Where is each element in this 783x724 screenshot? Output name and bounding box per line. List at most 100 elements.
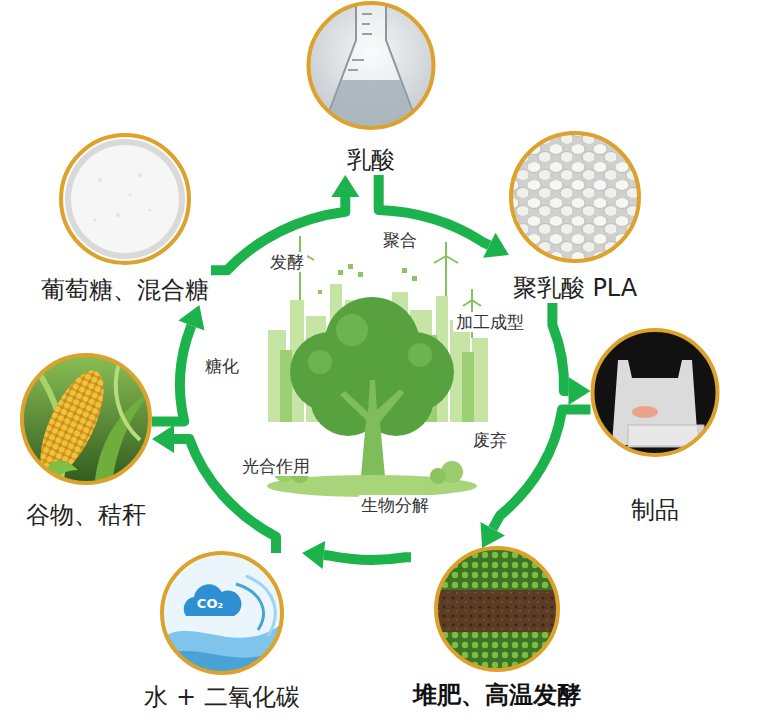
cycle-arrow [152,305,205,421]
city-tree-illustration [338,270,343,275]
city-tree-illustration [472,300,481,306]
city-tree-illustration [471,289,473,300]
glucose-photo [59,133,191,265]
city-tree-illustration [340,380,404,488]
lactic-acid-photo [352,59,364,61]
glucose-photo [71,145,179,253]
glucose-photo [94,219,97,222]
glucose-photo [94,173,152,222]
city-tree-illustration [318,290,322,294]
city-tree-illustration [299,236,301,252]
corn-photo [22,355,150,483]
water-co2-photo [160,551,286,676]
lactic-acid-photo [348,14,372,70]
arrow-head [152,425,174,453]
glucose-photo [129,194,132,197]
pla-pellets-photo [509,131,641,263]
glucose-photo [59,133,191,265]
glucose-photo [98,178,102,182]
cycle-arrow-line [493,409,591,528]
node-label: 乳酸 [307,145,436,175]
edge-label: 生物分解 [358,495,432,515]
corn-photo [20,353,152,485]
cycle-arrow-line [552,303,568,391]
products-photo [632,406,658,418]
co2-label: CO₂ [197,596,223,611]
products-photo [590,328,720,458]
arrow-head [569,377,591,405]
image-circle-node: 水 + 二氧化碳 [142,553,302,712]
glucose-photo [61,135,189,263]
edge-label: 发酵 [267,252,307,272]
lactic-acid-photo [362,23,370,25]
pla-pellets-photo [511,133,639,261]
pla-pellets-photo [509,131,641,263]
node-label: 聚乳酸 PLA [509,273,641,303]
arrow-head [178,305,204,331]
edge-label: 加工成型 [453,312,527,332]
arrow-head [481,522,506,548]
city-tree-illustration [463,300,472,306]
cycle-arrow [152,425,276,553]
city-tree-illustration [308,314,432,374]
cycle-arrow [302,541,411,569]
edge-label: 光合作用 [239,456,313,476]
lactic-acid-photo [305,0,440,130]
lactic-acid-photo [309,3,434,128]
cycle-arrow [552,303,590,405]
edge-label: 废弃 [470,430,510,450]
water-co2-photo [160,551,286,676]
cycle-arrow-line [324,555,411,560]
image-circle-node [162,553,282,673]
image-circle-node: 葡萄糖、混合糖 [39,135,211,305]
node-label: 葡萄糖、混合糖 [39,275,211,305]
corn-photo [20,353,152,486]
city-tree-illustration [358,272,363,277]
image-circle-node [436,548,558,670]
water-co2-photo [246,576,275,636]
arrow-head [483,233,509,258]
compost-photo [436,548,558,670]
city-tree-illustration [318,264,417,294]
node-label: 制品 [591,495,720,525]
city-tree-illustration [445,242,447,256]
cycle-arrow [379,175,509,258]
node-label: 谷物、秸秆 [20,500,152,530]
image-circle-node: 谷物、秸秆 [20,355,152,530]
glucose-photo [149,209,152,212]
image-circle-node: 聚乳酸 PLA [509,133,641,303]
city-tree-illustration [336,314,368,346]
water-co2-photo [184,584,242,616]
water-co2-photo [162,553,282,673]
cycle-arrow-line [152,326,191,422]
compost-photo [434,590,560,632]
city-tree-illustration [445,256,447,296]
image-circle-node [593,330,718,455]
glucose-photo [65,139,185,259]
products-photo [590,328,720,458]
city-tree-illustration [446,256,458,263]
pla-pellets-photo [509,131,641,263]
city-tree-illustration [412,276,417,281]
lactic-acid-photo [362,13,372,15]
image-circle-node [22,355,150,483]
lactic-acid-photo [305,0,440,130]
edge-label: 聚合 [380,230,420,250]
image-circle-node: 制品 [591,330,720,525]
image-circle-node [61,135,189,263]
compost-photo [434,546,560,672]
products-photo [590,328,720,458]
city-tree-illustration [402,268,407,273]
city-tree-illustration [408,343,432,367]
city-tree-illustration [430,468,446,484]
image-circle-node [511,133,639,261]
node-label: 水 + 二氧化碳 [142,682,302,712]
compost-photo [434,546,560,672]
node-label: 堆肥、高温发酵 [411,680,583,710]
glucose-photo [116,213,120,217]
edge-label: 糖化 [202,356,242,376]
lactic-acid-photo [305,0,440,130]
city-tree-illustration [348,264,353,269]
